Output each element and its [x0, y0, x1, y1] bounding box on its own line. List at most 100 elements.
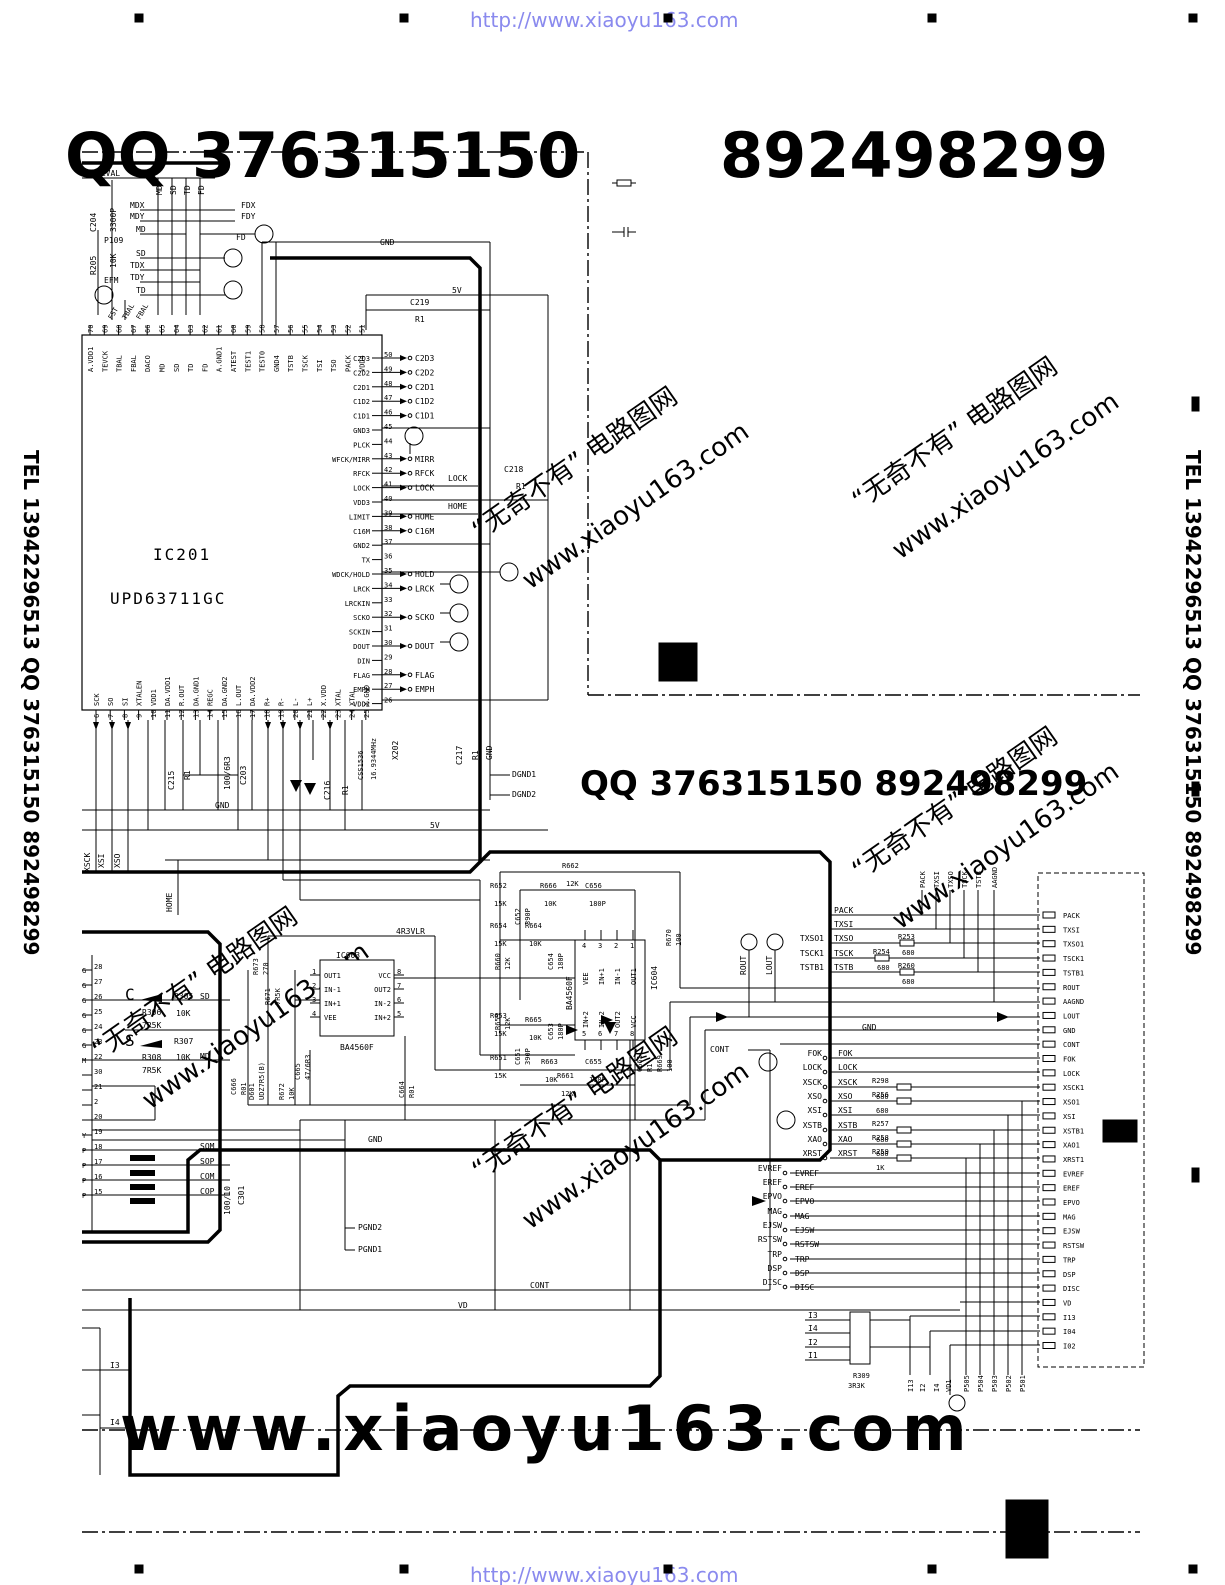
ic201-pin-number: 10 [150, 710, 158, 718]
net-label: DOUT [415, 642, 434, 651]
mech-terminal-icon [782, 1241, 788, 1247]
mech-terminal-icon [782, 1284, 788, 1290]
mech-net-label: EPVO [795, 1197, 814, 1206]
audio-part-value: R1 [646, 1064, 654, 1072]
net-label: SCKO [415, 613, 434, 622]
audio-part-ref: C666 [230, 1078, 238, 1095]
audio-part-ref: C652 [514, 908, 522, 925]
net-terminal-icon [407, 643, 413, 649]
ic201-pin-number: 49 [384, 365, 392, 373]
bus-net-label: TXSI [834, 920, 853, 929]
bus-bottom-vertical-label: P501 [1019, 1375, 1027, 1392]
ic201-top-pins: 70A.VDD169TEVCK68TBAL67FBAL66DACO65MD64S… [87, 325, 367, 372]
connector-pin-icon [1042, 1026, 1056, 1034]
ic201-pin-name: DA.VDD2 [249, 676, 257, 706]
i-net-label: I1 [808, 1351, 818, 1360]
c219-ref: C219 [410, 298, 429, 307]
ic604-pin-name: IN-1 [614, 968, 622, 985]
net-gnd-top: GND [380, 238, 395, 247]
ic201-pin-name: A.VDD1 [87, 347, 95, 372]
audio-part-ref: R659 [494, 1013, 502, 1030]
net-lout: LOUT [765, 956, 774, 975]
watermark-diag-cn-5: “无奇不有” 电路图网 [467, 1022, 683, 1186]
ic201-body [81, 334, 383, 711]
ic201-pin-name: TSTB [287, 355, 295, 372]
ic201-pin-name: XTAL [349, 689, 357, 706]
bus-out-label: TSCK1 [800, 949, 824, 958]
ic201-pin-number: 40 [384, 495, 392, 503]
servo-pin-number: 26 [94, 993, 102, 1001]
r309-body [849, 1311, 871, 1365]
audio-part-ref: R663 [541, 1058, 558, 1066]
ic201-pin-name: GND4 [273, 355, 281, 372]
ic201-pin-number: 61 [216, 325, 224, 333]
ic201-pin-number: 58 [259, 325, 267, 333]
net-terminal-icon [407, 571, 413, 577]
connector-pin-label: EPVO [1063, 1199, 1080, 1207]
signal-arrow-icon [304, 783, 316, 795]
bus-bottom-vertical-label: P502 [1005, 1375, 1013, 1392]
bus-net-label: TSTB [834, 963, 853, 972]
audio-part-value: 270 [262, 962, 270, 975]
audio-part-ref: R654 [490, 922, 507, 930]
audio-part-ref: C661 [636, 1055, 644, 1072]
ic201-pin-name: DA.GND2 [221, 676, 229, 706]
ic201-pin-name: SD [173, 364, 181, 372]
connector-pin-label: FOK [1063, 1056, 1076, 1064]
c203-val: 100/6R3 [223, 756, 232, 790]
servo-net-label: SOP [200, 1157, 215, 1166]
ic201-pin-name: L- [292, 698, 300, 706]
ic201-pin-number: 38 [384, 524, 392, 532]
bus-bottom-vertical-label: I2 [919, 1384, 927, 1392]
bus-resistor-icon [896, 1154, 912, 1162]
audio-part-value: 12K [561, 1090, 574, 1098]
bus-vertical-label: TSCK [961, 870, 969, 888]
net-leval: LEVAL [96, 169, 120, 178]
net-lock-ic201: LOCK [448, 474, 467, 483]
bus-net-label: TSCK [834, 949, 853, 958]
bus-resistor-ref: R257 [872, 1120, 889, 1128]
connector-pin-label: VD [1063, 1299, 1071, 1307]
net-label: C2D2 [415, 368, 434, 377]
audio-part-value: R01 [408, 1085, 416, 1098]
connector-pin-icon [1042, 1040, 1056, 1048]
ic201-pin-name: TSO [330, 359, 338, 372]
ic603-pin-number: 3 [312, 996, 316, 1004]
r306-val: 7R5K [142, 1021, 161, 1030]
ic201-pin-number: 24 [349, 710, 357, 718]
ic201-pin-name: PACK [344, 354, 352, 372]
servo-edge-letter: G [82, 1012, 86, 1020]
r309-ref: R309 [853, 1372, 870, 1380]
ic201-pin-number: 8 [121, 714, 129, 718]
net-label: FLAG [415, 671, 434, 680]
watermark-side-left: TEL 13942296513 QQ 376315150 892498299 [19, 450, 43, 955]
mech-net-label: EVREF [795, 1169, 819, 1178]
net-cont-mid: CONT [710, 1045, 729, 1054]
net-cont-bottom: CONT [530, 1281, 549, 1290]
connector-pin-icon [1042, 983, 1056, 991]
audio-part-value: 390P [524, 908, 532, 925]
p109-label: P109 [104, 236, 123, 245]
audio-part-ref: R669 [656, 1055, 664, 1072]
net-fdx: FDX [241, 201, 256, 210]
audio-part-value: 15K [494, 940, 507, 948]
audio-part-value: 10K [544, 900, 557, 908]
r205-ref: R205 [89, 256, 98, 275]
audio-part-ref: R672 [278, 1083, 286, 1100]
connector-pin-icon [1042, 1112, 1056, 1120]
ic201-pin-number: 20 [292, 710, 300, 718]
css-ref: CSS1536 [357, 750, 365, 780]
i-net-label: I4 [808, 1324, 818, 1333]
servo-pin-number: 24 [94, 1023, 102, 1031]
net-terminal-icon [407, 384, 413, 390]
ic201-pin-number: 16 [235, 710, 243, 718]
c216-ref: C216 [323, 781, 332, 800]
connector-pin-icon [1042, 1313, 1056, 1321]
net-home-vertical: HOME [165, 893, 174, 912]
ic201-pin-name: TEST1 [244, 351, 252, 372]
servo-edge-letter: M [82, 1057, 86, 1065]
bus-bottom-vertical-label: P504 [977, 1375, 985, 1392]
connector-pin-label: I04 [1063, 1328, 1076, 1336]
